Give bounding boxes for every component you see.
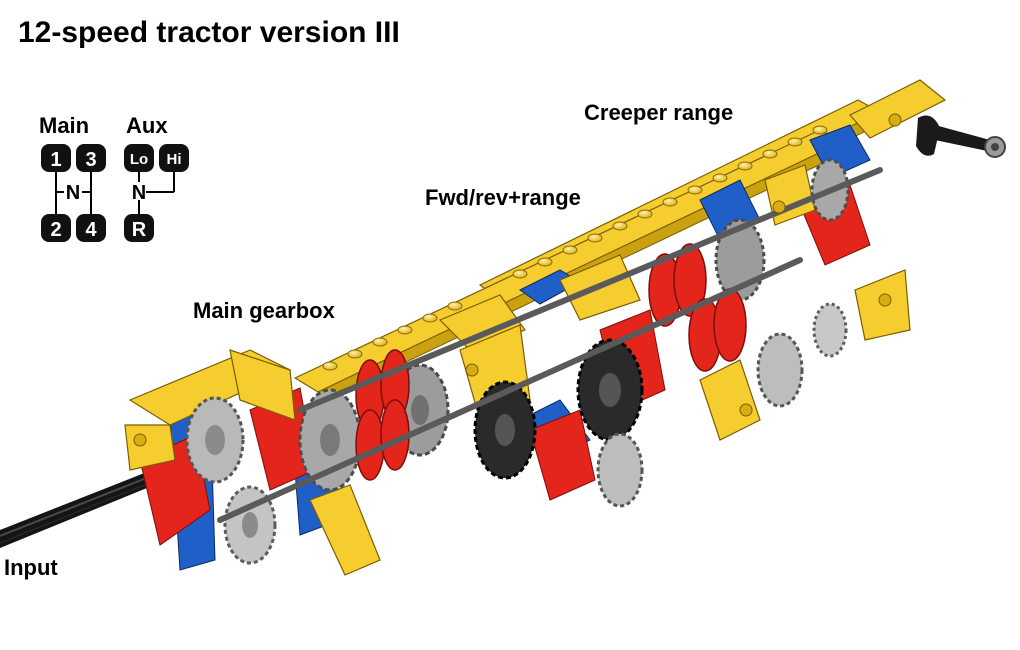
label-main-gearbox: Main gearbox xyxy=(193,298,336,323)
gear-knob-1: 1 xyxy=(41,144,71,172)
shift-pattern: Main Aux N 1 3 2 4 xyxy=(39,113,189,242)
gear-output-small xyxy=(812,302,848,358)
svg-text:3: 3 xyxy=(85,149,96,171)
output-shaft xyxy=(916,115,1006,158)
svg-text:Hi: Hi xyxy=(167,151,182,168)
gears xyxy=(185,158,850,565)
main-neutral: N xyxy=(66,182,80,204)
gear-knob-3: 3 xyxy=(76,144,106,172)
svg-text:R: R xyxy=(132,219,147,241)
page-title: 12-speed tractor version III xyxy=(18,16,400,49)
gear-knob-lo: Lo xyxy=(124,144,154,172)
gear-knob-hi: Hi xyxy=(159,144,189,172)
technic-holes xyxy=(133,113,902,447)
svg-text:2: 2 xyxy=(50,219,61,241)
beam-studs xyxy=(322,125,828,371)
aux-heading: Aux xyxy=(126,113,168,138)
gear-black-2 xyxy=(576,338,644,442)
gear-fwd-1 xyxy=(596,432,644,508)
main-heading: Main xyxy=(39,113,89,138)
svg-text:1: 1 xyxy=(50,149,61,171)
lego-gearbox-model xyxy=(0,79,1006,576)
aux-neutral: N xyxy=(132,182,146,204)
gear-black-1 xyxy=(473,380,537,480)
label-creeper-range: Creeper range xyxy=(584,100,733,125)
svg-text:4: 4 xyxy=(85,219,97,241)
gear-knob-2: 2 xyxy=(41,214,71,242)
svg-text:Lo: Lo xyxy=(130,151,148,168)
main-shift-gate xyxy=(55,172,92,214)
gear-fwd-3 xyxy=(756,332,804,408)
aux-shift-gate xyxy=(138,172,175,214)
label-fwd-rev-range: Fwd/rev+range xyxy=(425,185,581,210)
label-input: Input xyxy=(4,555,58,580)
gear-main-1 xyxy=(185,396,245,484)
gear-knob-4: 4 xyxy=(76,214,106,242)
clutch-rings xyxy=(355,243,747,481)
gear-main-2 xyxy=(223,485,277,565)
gear-knob-r: R xyxy=(124,214,154,242)
